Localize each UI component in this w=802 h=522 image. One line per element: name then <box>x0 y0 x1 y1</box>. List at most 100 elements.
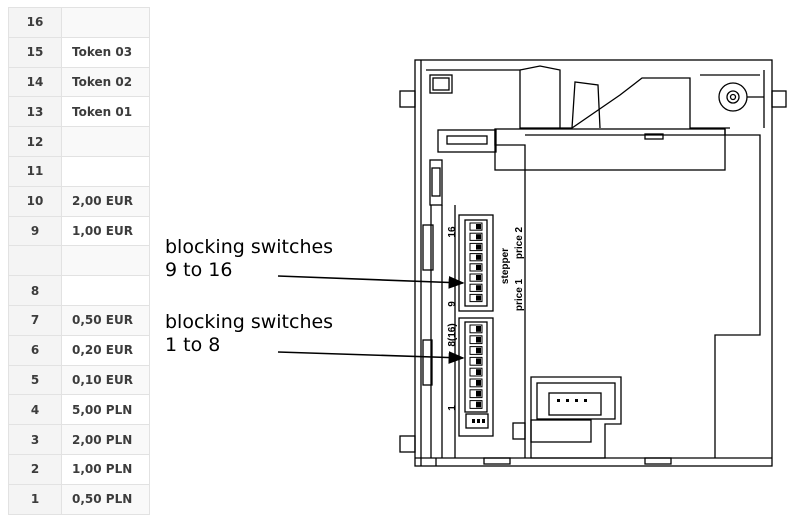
dip-switch-lever <box>469 324 483 334</box>
switch-levers-9-16 <box>469 222 483 303</box>
callout-lower-line1: blocking switches <box>165 311 334 333</box>
callout-lower-line2: 1 to 8 <box>165 334 221 356</box>
channel-number-cell: 2 <box>8 453 62 485</box>
channel-value-cell: 0,10 EUR <box>61 364 150 396</box>
mount-pin-left-top <box>399 90 416 108</box>
dip-switch-lever <box>469 263 483 272</box>
dip-switch-knob <box>476 380 481 386</box>
dip-switch-lever <box>469 283 483 292</box>
channel-value-cell <box>61 275 150 306</box>
dip-switch-lever <box>469 346 483 355</box>
channel-value-cell: 2,00 PLN <box>61 424 150 455</box>
channel-number-cell: 16 <box>8 7 62 38</box>
channel-number-cell: 5 <box>8 364 62 396</box>
coin-mechanism <box>426 69 730 129</box>
mount-pin-left-bottom <box>399 435 416 453</box>
channel-number-cell: 12 <box>8 126 62 157</box>
channel-number-cell: 10 <box>8 185 62 217</box>
channel-value-cell: 2,00 EUR <box>61 185 150 217</box>
channel-value-cell: 1,00 PLN <box>61 453 150 485</box>
table-row <box>8 245 150 277</box>
label-price-1: price 1 <box>514 278 525 311</box>
channel-value-cell: Token 01 <box>61 96 150 128</box>
dip-switch-bank-1-8 <box>458 317 494 437</box>
label-bank-end-16: 16 <box>447 226 458 238</box>
dip-switch-bank-9-16 <box>458 214 494 312</box>
dip-switch-lever <box>469 378 483 388</box>
channel-value-cell: 5,00 PLN <box>61 394 150 426</box>
label-stepper: stepper <box>500 248 511 284</box>
dip-switch-lever <box>469 253 483 262</box>
channel-value-cell <box>61 155 150 187</box>
spring-wheel-icon <box>718 82 748 112</box>
callout-blocking-switches-1-8: blocking switches 1 to 8 <box>165 311 333 357</box>
channel-value-cell: 0,50 PLN <box>61 483 150 515</box>
dip-switch-lever <box>469 335 483 345</box>
arrow-to-bank-1-8 <box>277 351 465 364</box>
channel-value-cell: 0,20 EUR <box>61 334 150 366</box>
dip-switch-knob <box>476 336 481 343</box>
channel-number-cell: 1 <box>8 483 62 515</box>
dip-switch-knob <box>476 401 481 408</box>
label-bank-start-9: 9 <box>447 301 458 307</box>
switch-levers-1-8 <box>469 324 483 409</box>
channel-number-cell: 3 <box>8 424 62 455</box>
table-row: 11 <box>8 155 150 187</box>
callout-blocking-switches-9-16: blocking switches 9 to 16 <box>165 236 333 282</box>
mount-pin-right-top <box>771 90 787 108</box>
channel-value-cell: 0,50 EUR <box>61 304 150 336</box>
channel-value-cell: Token 03 <box>61 36 150 68</box>
dip-switch-lever <box>469 389 483 399</box>
main-board <box>494 128 726 171</box>
channel-number-cell: 4 <box>8 394 62 426</box>
dip-switch-lever <box>469 273 483 282</box>
bottom-connector <box>530 376 622 459</box>
dip-switch-knob <box>476 285 481 291</box>
device-housing <box>414 59 773 467</box>
channel-value-cell <box>61 126 150 157</box>
dip-switch-knob <box>476 390 481 397</box>
callout-upper-line1: blocking switches <box>165 236 334 258</box>
channel-value-cell <box>61 245 150 277</box>
label-bank-start-1: 1 <box>447 405 458 411</box>
channel-number-cell <box>8 245 62 277</box>
dip-switch-lever <box>469 293 483 303</box>
dip-switch-lever <box>469 242 483 252</box>
dip-switch-knob <box>476 326 481 332</box>
channel-value-cell: Token 02 <box>61 66 150 98</box>
callout-upper-line2: 9 to 16 <box>165 259 233 281</box>
arrow-to-bank-9-16 <box>277 275 465 289</box>
dip-switch-knob <box>476 234 481 240</box>
dip-switch-knob <box>476 224 481 230</box>
dip-switch-knob <box>476 244 481 250</box>
dip-switch-knob <box>476 264 481 270</box>
dip-switch-lever <box>469 367 483 377</box>
channel-number-cell: 11 <box>8 155 62 187</box>
dip-switch-lever <box>469 222 483 231</box>
dip-switch-knob <box>476 347 481 354</box>
dip-switch-lever <box>469 232 483 241</box>
label-price-2: price 2 <box>514 226 525 259</box>
dip-switch-lever <box>469 356 483 366</box>
label-bank-end-8-16: 8(16) <box>447 323 458 346</box>
dip-switch-knob <box>476 295 481 301</box>
channel-number-cell: 9 <box>8 215 62 247</box>
table-row: 8 <box>8 275 150 306</box>
dip-switch-knob <box>476 254 481 260</box>
dip-switch-knob <box>476 358 481 365</box>
table-row: 16 <box>8 7 150 38</box>
dip-switch-lever <box>469 400 483 409</box>
channel-number-cell: 8 <box>8 275 62 306</box>
table-row: 12 <box>8 126 150 157</box>
